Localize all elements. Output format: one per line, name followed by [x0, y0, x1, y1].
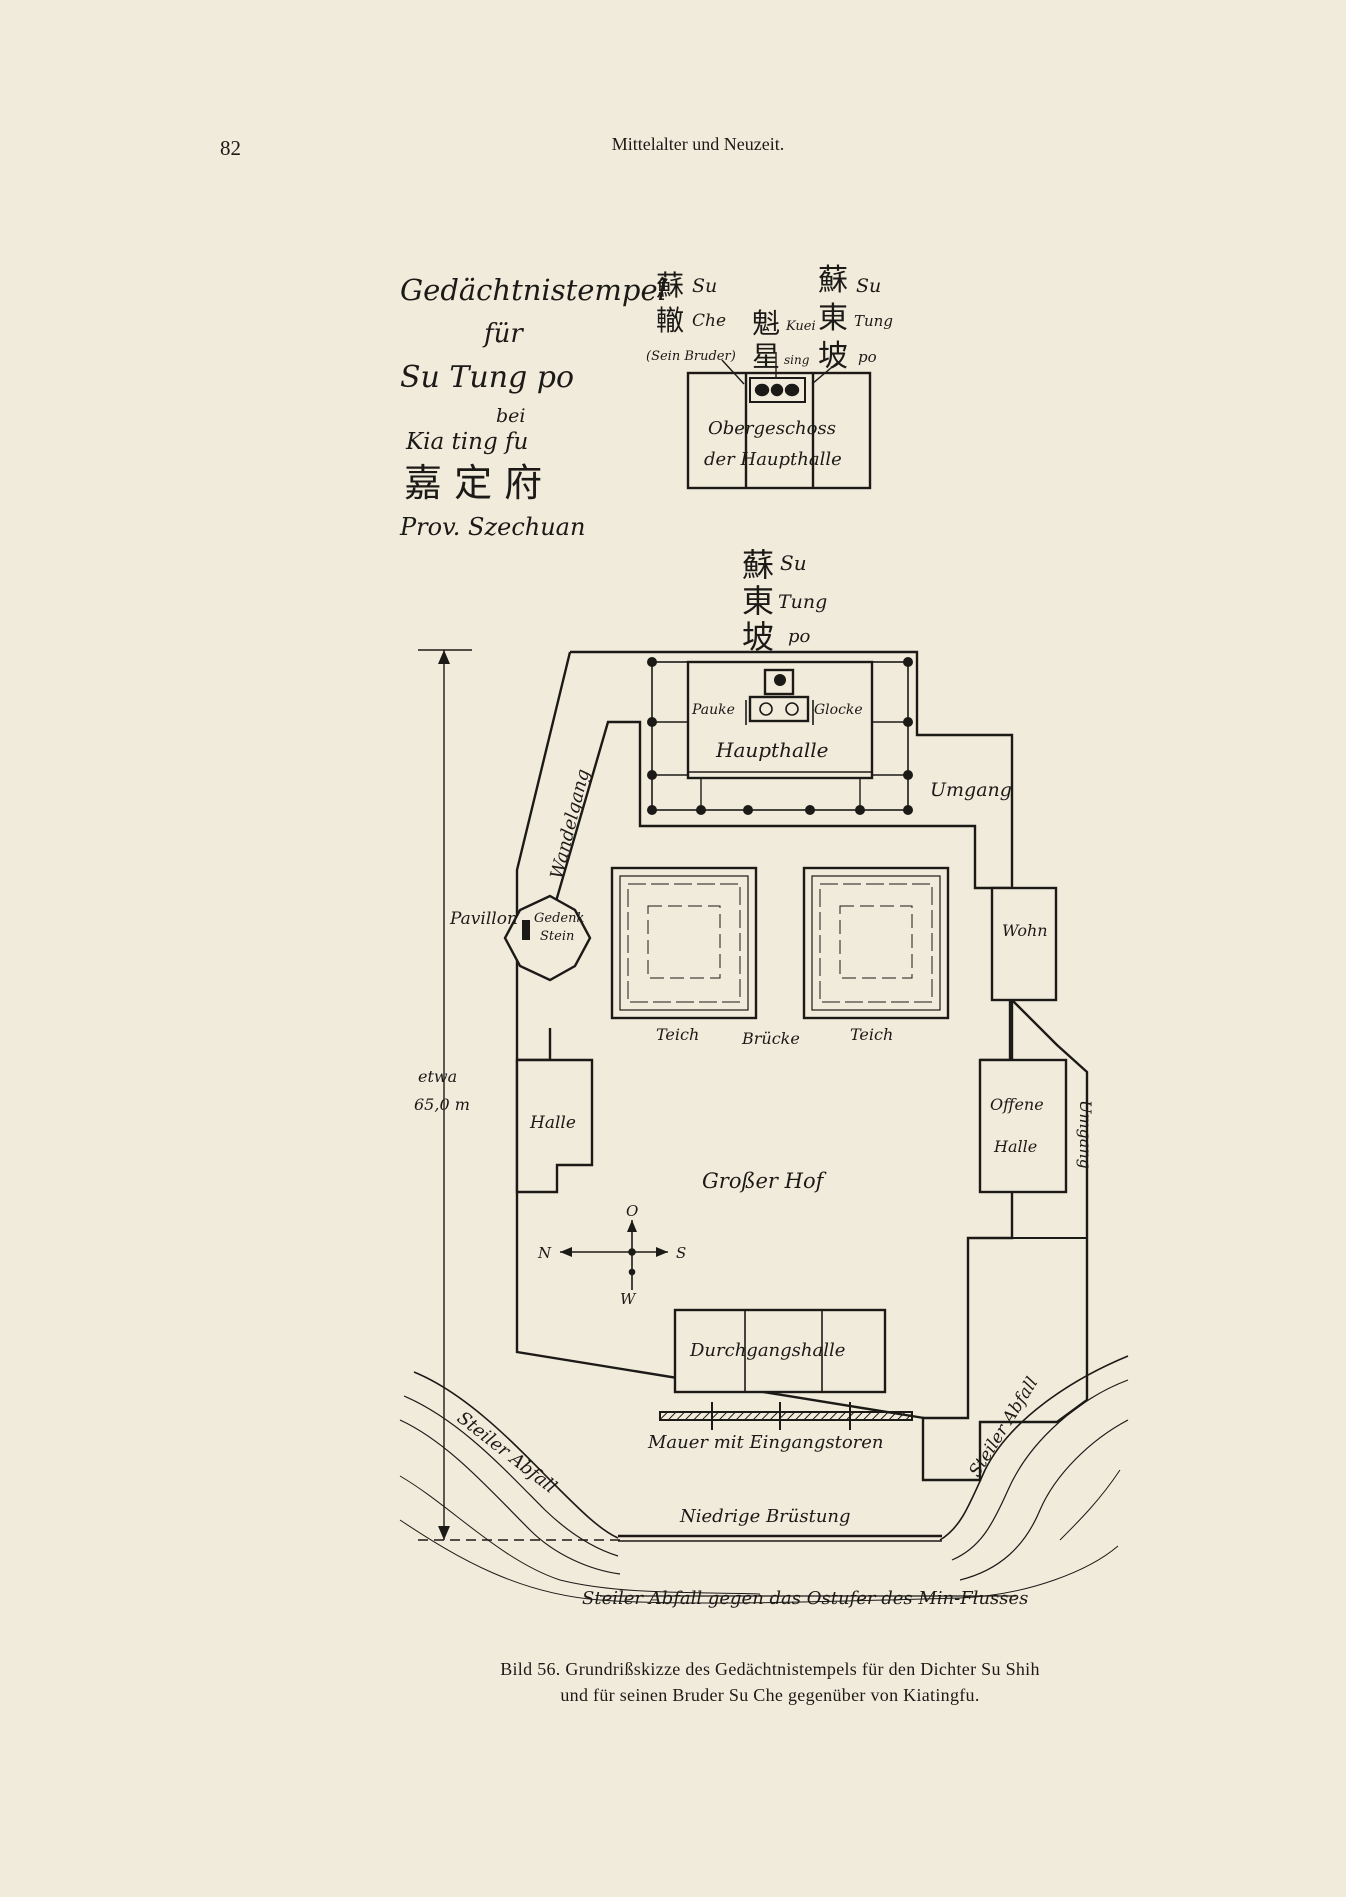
label-teich-left: Teich [656, 1025, 699, 1044]
upper-label-po: po [858, 348, 877, 366]
pavillon-link [517, 1028, 552, 1062]
upper-statue-1 [754, 383, 770, 397]
label-halle-left: Halle [529, 1113, 576, 1133]
caption-line2: und für seinen Bruder Su Che gegenüber v… [560, 1685, 980, 1705]
label-offene-2: Halle [993, 1137, 1037, 1156]
upper-char-kuei: 魁 [752, 307, 780, 340]
running-head: Mittelalter und Neuzeit. [611, 134, 785, 154]
label-teich-right: Teich [850, 1025, 893, 1044]
pointer-tung [811, 361, 839, 385]
label-pauke: Pauke [691, 702, 735, 718]
upper-char-tung: 東 [818, 301, 848, 336]
offene-halle-building [978, 1058, 1068, 1194]
upper-statue-2 [770, 383, 784, 397]
durchgangshalle-dividers [744, 1310, 823, 1392]
upper-label-su-left: Su [692, 275, 717, 297]
label-glocke: Glocke [814, 702, 863, 718]
halle-building [515, 1058, 594, 1194]
main-char-tung: 東 [742, 582, 774, 620]
label-bruestung: Niedrige Brüstung [679, 1506, 851, 1527]
upper-label-sing: sing [784, 353, 810, 367]
upper-label-kuei: Kuei [785, 319, 816, 334]
label-mauer: Mauer mit Eingangstoren [647, 1432, 884, 1453]
upper-statue-3 [784, 383, 800, 397]
main-label-po: po [788, 626, 811, 647]
pointer-che [721, 359, 745, 385]
gate-wall [659, 1402, 913, 1430]
upper-hall-line1: Obergeschoss [708, 418, 836, 439]
label-gedenkstein-1: Gedenk [534, 911, 584, 926]
inner-wall-north [548, 720, 1010, 923]
compass-label-s: S [676, 1244, 686, 1262]
label-haupthalle: Haupthalle [715, 738, 829, 762]
compass-label-o: O [626, 1202, 638, 1220]
upper-label-brother: (Sein Bruder) [646, 349, 736, 364]
umgang-column-dots [647, 657, 913, 815]
upper-char-po: 坡 [818, 339, 848, 374]
label-umgang-top: Umgang [930, 779, 1012, 801]
label-wandelgang: Wandelgang [546, 767, 594, 881]
label-distance: 65,0 m [414, 1095, 470, 1114]
main-char-su: 蘇 [742, 546, 774, 584]
compass-label-n: N [537, 1244, 552, 1262]
label-steiler-left: Steiler Abfall [453, 1407, 561, 1498]
upper-char-su-right: 蘇 [818, 263, 848, 298]
label-grosser-hof: Großer Hof [702, 1169, 827, 1193]
altar-circle-right [785, 702, 799, 716]
title-line6: Prov. Szechuan [399, 513, 585, 541]
outer-wall-east [570, 650, 1089, 1482]
durchgangshalle-building [673, 1308, 887, 1394]
riverbank-lines [399, 1355, 1129, 1604]
side-buildings [515, 886, 1068, 1394]
upper-label-che: Che [692, 311, 726, 331]
upper-hall-line2: der Haupthalle [704, 449, 842, 470]
title-line2: für [482, 319, 524, 349]
label-bottom-abfall: Steiler Abfall gegen das Ostufer des Min… [582, 1588, 1028, 1609]
upper-char-che: 轍 [656, 304, 684, 337]
compass-rose [560, 1220, 668, 1290]
upper-altar [749, 377, 806, 403]
title-line1: Gedächtnistempel [400, 273, 667, 307]
title-line3: Su Tung po [400, 360, 574, 395]
label-umgang-right: Umgang [1076, 1100, 1095, 1169]
upper-label-tung: Tung [854, 312, 893, 330]
main-altar-top [763, 668, 795, 696]
title-line5: Kia ting fu [405, 429, 528, 455]
caption-line1: Bild 56. Grundrißskizze des Gedächtniste… [500, 1659, 1040, 1679]
main-label-tung: Tung [778, 591, 827, 613]
ponds [610, 866, 950, 1020]
dimension-line [418, 649, 620, 1541]
label-wohn: Wohn [1002, 921, 1048, 940]
label-steiler-right: Steiler Abfall [965, 1374, 1042, 1481]
label-bruecke: Brücke [741, 1029, 800, 1048]
pavillon-hexagon [503, 894, 592, 982]
upper-char-sing: 星 [752, 340, 780, 373]
main-altar [748, 695, 810, 723]
wohn-link [980, 1000, 1012, 1062]
gedenkstein-marker [522, 920, 530, 940]
main-label-su: Su [780, 551, 807, 575]
upper-label-su-right: Su [856, 275, 881, 297]
page-number: 82 [220, 136, 241, 160]
title-cjk: 嘉 定 府 [404, 461, 542, 505]
label-gedenkstein-2: Stein [540, 929, 574, 944]
compass-label-w: W [620, 1290, 637, 1308]
title-line4: bei [496, 405, 525, 427]
wohn-building [990, 886, 1058, 1002]
label-pavillon: Pavillon [449, 909, 518, 929]
label-offene-1: Offene [990, 1095, 1044, 1114]
upper-hall-outline [686, 371, 872, 490]
figure-caption: Bild 56. Grundrißskizze des Gedächtniste… [420, 1656, 1120, 1708]
main-char-po: 坡 [742, 618, 774, 656]
upper-char-su-left: 蘇 [656, 269, 684, 302]
label-durchgangshalle: Durchgangshalle [689, 1340, 845, 1361]
label-etwa: etwa [418, 1067, 457, 1086]
altar-circle-left [759, 702, 773, 716]
